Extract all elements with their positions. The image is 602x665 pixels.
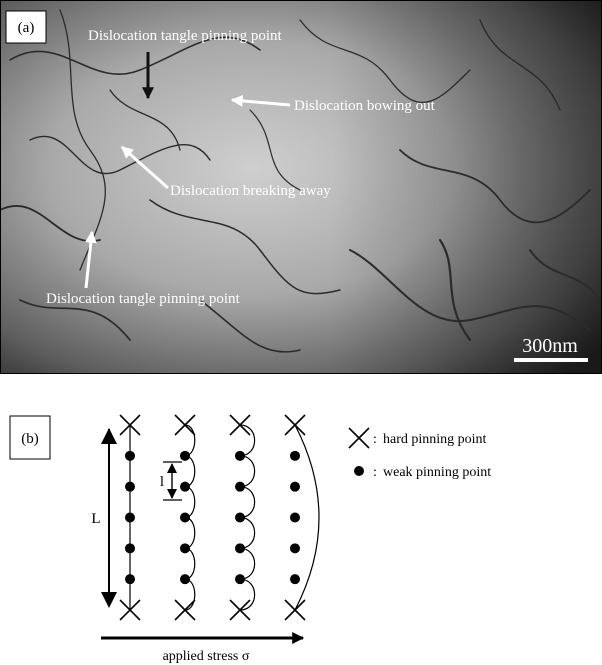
arrow-breaking-away bbox=[121, 145, 169, 190]
hard-pinning-point-icon bbox=[229, 414, 251, 436]
panel-a-label: (a) bbox=[18, 20, 35, 36]
hard-pinning-point-icon bbox=[119, 414, 141, 436]
dislocation-line-stage-4 bbox=[294, 424, 320, 611]
applied-stress-label: applied stress σ bbox=[163, 649, 250, 664]
dislocation-stages bbox=[119, 414, 320, 621]
weak-pinning-point bbox=[290, 512, 300, 523]
tem-micrograph-panel: (a) Dislocation tangle pinning point Dis… bbox=[0, 0, 602, 374]
legend-hard-pinning-icon bbox=[348, 427, 370, 449]
dislocation-lines bbox=[0, 9, 601, 353]
weak-pinning-point bbox=[180, 512, 190, 523]
weak-pinning-point bbox=[290, 481, 300, 492]
weak-pinning-point bbox=[180, 481, 190, 492]
weak-pinning-point bbox=[290, 543, 300, 554]
stage-1 bbox=[119, 414, 141, 621]
length-L-label: L bbox=[91, 511, 100, 527]
legend: : hard pinning point : weak pinning poin… bbox=[348, 427, 491, 480]
hard-pinning-point-icon bbox=[119, 599, 141, 621]
legend-weak-label: weak pinning point bbox=[383, 465, 491, 480]
weak-pinning-point bbox=[125, 450, 135, 461]
panel-b-label-box bbox=[9, 415, 51, 460]
stage-3 bbox=[229, 414, 256, 621]
annotation-tangle-pinning-bottom: Dislocation tangle pinning point bbox=[46, 291, 241, 307]
weak-pinning-point bbox=[125, 543, 135, 554]
annotation-breaking-away: Dislocation breaking away bbox=[170, 183, 331, 199]
legend-weak-pinning-icon bbox=[354, 466, 364, 476]
weak-pinning-point bbox=[125, 481, 135, 492]
length-l-label: l bbox=[160, 474, 164, 490]
weak-pinning-point bbox=[235, 481, 245, 492]
hard-pinning-point-icon bbox=[229, 599, 251, 621]
weak-pinning-point bbox=[125, 512, 135, 523]
weak-pinning-point bbox=[235, 512, 245, 523]
arrow-tangle-pinning-bottom bbox=[84, 230, 97, 289]
weak-pinning-point bbox=[180, 543, 190, 554]
hard-pinning-point-icon bbox=[174, 599, 196, 621]
weak-pinning-point bbox=[235, 543, 245, 554]
weak-pinning-point bbox=[235, 450, 245, 461]
hard-pinning-point-icon bbox=[284, 599, 306, 621]
weak-pinning-point bbox=[290, 450, 300, 461]
stage-4 bbox=[284, 414, 320, 621]
legend-hard-separator: : bbox=[373, 432, 377, 447]
panel-b-label: (b) bbox=[21, 431, 39, 447]
annotation-tangle-pinning-top: Dislocation tangle pinning point bbox=[88, 28, 283, 44]
weak-pinning-point bbox=[180, 450, 190, 461]
panel-a-label-box bbox=[5, 10, 47, 44]
legend-hard-label: hard pinning point bbox=[383, 432, 487, 447]
legend-weak-separator: : bbox=[373, 465, 377, 480]
scale-bar bbox=[514, 358, 588, 362]
weak-pinning-point bbox=[290, 574, 300, 585]
length-l-dimension: l bbox=[160, 461, 182, 501]
hard-pinning-point-icon bbox=[174, 414, 196, 436]
weak-pinning-point bbox=[125, 574, 135, 585]
annotation-bowing-out: Dislocation bowing out bbox=[294, 98, 436, 114]
arrow-bowing-out bbox=[230, 94, 291, 107]
weak-pinning-point bbox=[180, 574, 190, 585]
scale-bar-label: 300nm bbox=[522, 335, 578, 357]
pinning-schematic-panel: (b) L l : hard pinning point bbox=[9, 414, 491, 664]
stage-2 bbox=[174, 414, 196, 621]
hard-pinning-point-icon bbox=[284, 414, 306, 436]
weak-pinning-point bbox=[235, 574, 245, 585]
length-L-dimension: L bbox=[91, 428, 117, 608]
